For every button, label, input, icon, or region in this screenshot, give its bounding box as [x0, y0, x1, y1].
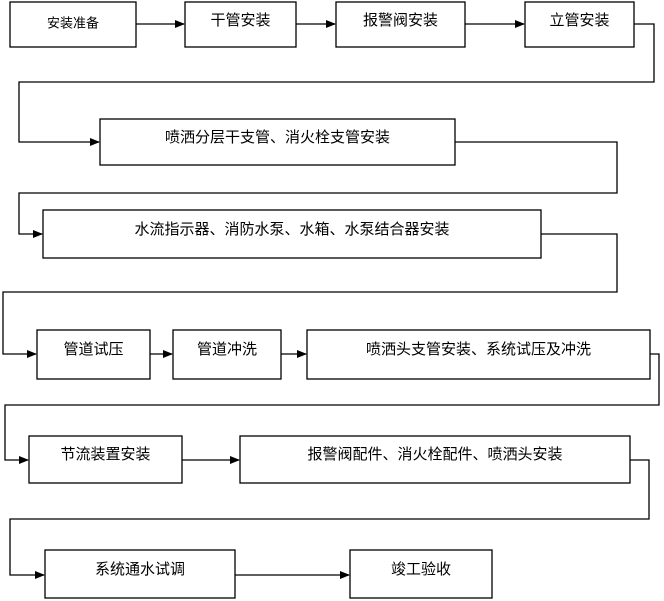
step-1-label: 安装准备 [47, 16, 99, 32]
step-9: 喷洒头支管安装、系统试压及冲洗 [306, 329, 651, 380]
step-9-label: 喷洒头支管安装、系统试压及冲洗 [366, 340, 591, 358]
step-12: 系统通水试调 [44, 549, 236, 599]
step-10-label: 节流装置安装 [60, 445, 150, 463]
connectors [2, 20, 660, 579]
step-4: 立管安装 [524, 1, 635, 48]
step-12-label: 系统通水试调 [95, 560, 185, 578]
step-6: 水流指示器、消防水泵、水箱、水泵结合器安装 [42, 209, 542, 259]
step-13-label: 竣工验收 [391, 560, 451, 578]
step-5-label: 喷洒分层干支管、消火栓支管安装 [165, 128, 390, 146]
step-2: 干管安装 [184, 1, 297, 48]
step-7-label: 管道试压 [63, 340, 123, 358]
step-1: 安装准备 [9, 1, 137, 48]
step-4-label: 立管安装 [549, 11, 609, 29]
step-5: 喷洒分层干支管、消火栓支管安装 [99, 118, 456, 166]
step-8-label: 管道冲洗 [197, 340, 257, 358]
step-2-label: 干管安装 [210, 11, 270, 29]
arrow-6-to-7 [2, 233, 618, 358]
step-7: 管道试压 [36, 329, 151, 380]
step-6-label: 水流指示器、消防水泵、水箱、水泵结合器安装 [134, 220, 449, 238]
step-8: 管道冲洗 [172, 329, 282, 380]
step-11-label: 报警阀配件、消火栓配件、喷洒头安装 [307, 445, 562, 463]
step-13: 竣工验收 [349, 549, 493, 599]
step-3: 报警阀安装 [335, 1, 466, 48]
arrow-11-to-12 [9, 459, 650, 579]
arrow-5-to-6 [18, 141, 618, 238]
arrow-4-to-5 [18, 23, 655, 146]
arrow-9-to-10 [4, 353, 660, 464]
step-11: 报警阀配件、消火栓配件、喷洒头安装 [239, 435, 631, 484]
step-10: 节流装置安装 [28, 435, 183, 484]
step-3-label: 报警阀安装 [363, 11, 438, 29]
